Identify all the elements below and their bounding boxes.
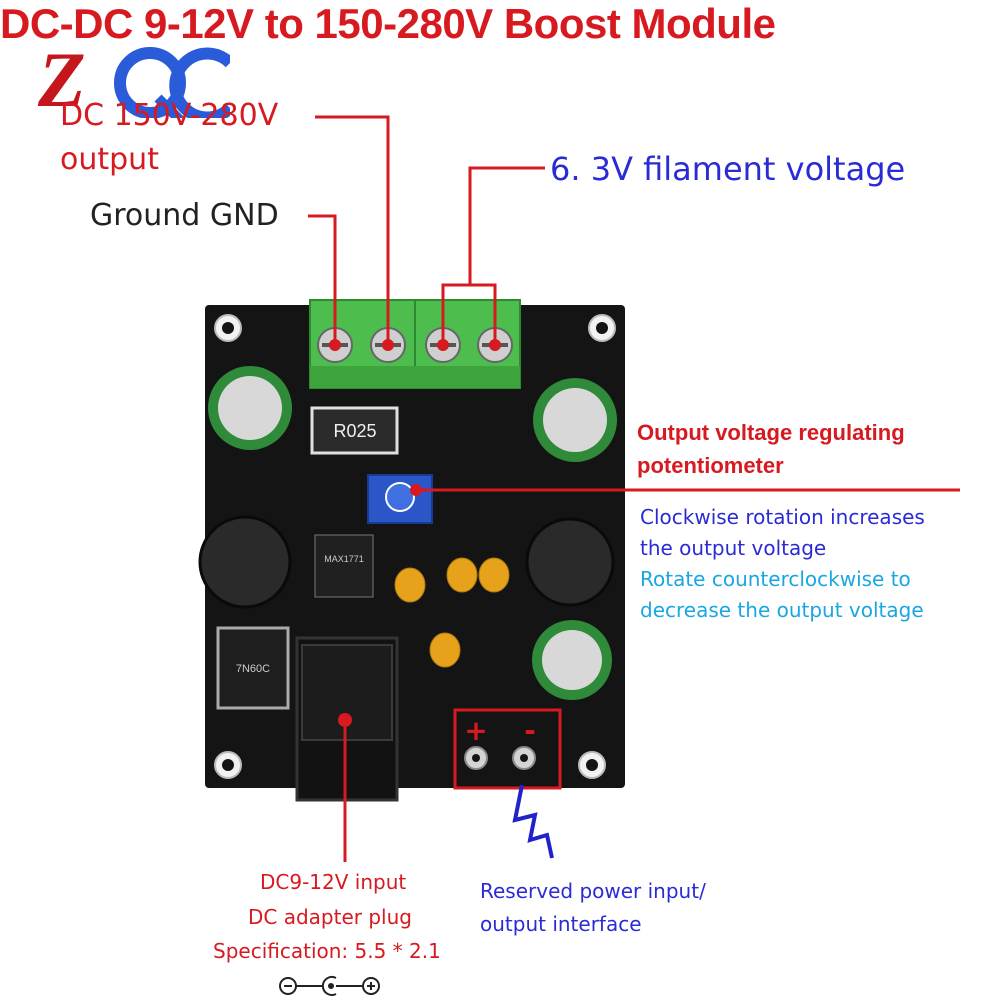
ceramic-capacitors <box>394 557 510 668</box>
zqc-logo: Z <box>37 36 230 118</box>
reserved-interface-box <box>453 708 562 790</box>
lightning-arrow <box>512 784 554 859</box>
filament-label: 6. 3V filament voltage <box>550 150 906 188</box>
mosfet-marking: 7N60C <box>236 663 270 675</box>
input-label-line3: Specification: 5.5 * 2.1 <box>213 939 441 963</box>
output-label-line2: output <box>60 142 159 177</box>
minus-sign: - <box>524 714 536 747</box>
ccw-line1: Rotate counterclockwise to <box>640 567 911 591</box>
leader-dots <box>329 339 501 727</box>
electrolytic-capacitors <box>208 366 617 700</box>
svg-text:MAX1771: MAX1771 <box>324 554 364 564</box>
mosfet <box>216 626 290 710</box>
leader-lines <box>308 115 960 862</box>
logo-z: Z <box>37 36 86 118</box>
controller-ic <box>314 534 374 598</box>
input-label-line1: DC9-12V input <box>260 870 407 894</box>
reserved-label-line2: output interface <box>480 912 642 936</box>
pot-title-line2: potentiometer <box>637 453 784 478</box>
cw-line2: the output voltage <box>640 536 827 560</box>
terminal-block <box>309 299 521 389</box>
ccw-line2: decrease the output voltage <box>640 598 924 622</box>
ground-label: Ground GND <box>90 198 279 233</box>
resistor-marking: R025 <box>333 421 376 441</box>
polarity-symbol <box>279 976 380 996</box>
pot-title-line1: Output voltage regulating <box>637 420 905 445</box>
logo-c <box>169 47 230 118</box>
input-label-line2: DC adapter plug <box>248 905 412 929</box>
page-title: DC-DC 9-12V to 150-280V Boost Module <box>0 0 776 47</box>
inductors <box>198 515 615 609</box>
output-label-line1: DC 150V-280V <box>60 98 279 133</box>
shunt-resistor <box>310 406 399 455</box>
cw-line1: Clockwise rotation increases <box>640 505 925 529</box>
plus-sign: + <box>464 714 487 747</box>
reserved-label-line1: Reserved power input/ <box>480 879 706 903</box>
